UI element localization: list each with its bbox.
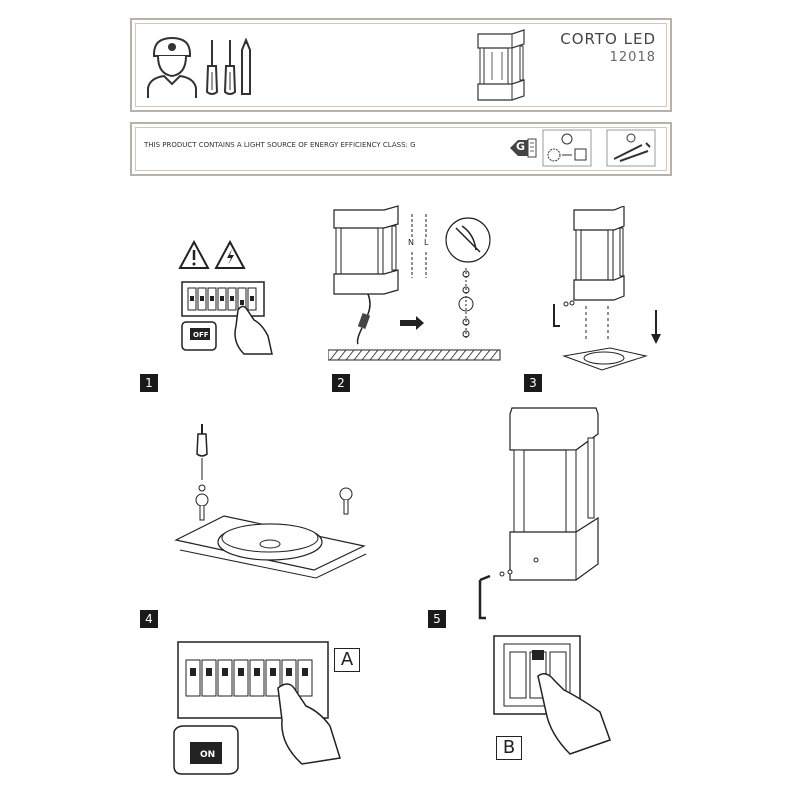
base-fixing-diagram xyxy=(174,424,367,579)
live-wire-label: L xyxy=(424,238,429,247)
lamp-thumbnail xyxy=(477,29,525,101)
step-number: 3 xyxy=(524,374,542,392)
step-number: 2 xyxy=(332,374,350,392)
tools-icon xyxy=(606,129,656,167)
panel-a-label: A xyxy=(334,648,360,672)
energy-label-icon xyxy=(510,138,537,158)
header-box: CORTO LED 12018 xyxy=(130,18,672,112)
assembled-lamp xyxy=(478,407,599,620)
neutral-wire-label: N xyxy=(408,238,414,247)
warning-icon xyxy=(178,240,210,269)
wall-switch-on xyxy=(493,635,611,755)
lamp-mount-diagram xyxy=(553,206,661,371)
step-number: 4 xyxy=(140,610,158,628)
step-number: 1 xyxy=(140,374,158,392)
lamp-wiring-diagram xyxy=(328,205,501,361)
screwdriver-icon xyxy=(205,40,219,95)
replace-by-professional-icon xyxy=(542,129,592,167)
breaker-panel-on xyxy=(173,641,341,775)
energy-statement: THIS PRODUCT CONTAINS A LIGHT SOURCE OF … xyxy=(144,141,416,149)
installer-icon xyxy=(147,36,197,98)
screwdriver-icon xyxy=(223,40,237,95)
off-switch-label: OFF xyxy=(193,331,209,339)
product-name: CORTO LED xyxy=(560,30,656,48)
product-code: 12018 xyxy=(609,50,656,65)
breaker-panel-off xyxy=(181,281,273,355)
energy-class-badge: G xyxy=(516,140,526,153)
energy-box: THIS PRODUCT CONTAINS A LIGHT SOURCE OF … xyxy=(130,122,672,176)
pencil-icon xyxy=(241,38,251,95)
step-number: 5 xyxy=(428,610,446,628)
panel-b-label: B xyxy=(496,736,522,760)
on-switch-label: ON xyxy=(200,750,216,760)
electric-hazard-icon xyxy=(214,240,246,269)
